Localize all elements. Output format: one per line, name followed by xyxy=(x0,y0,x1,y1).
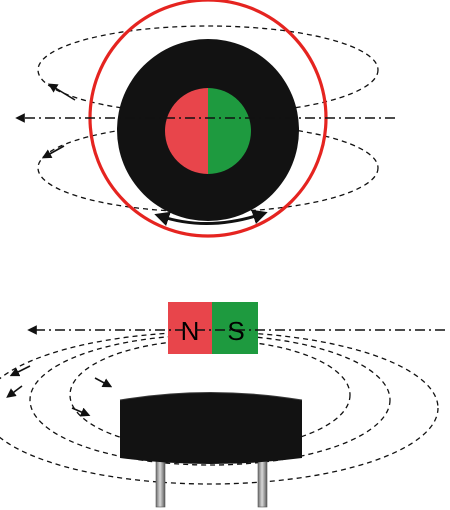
sensor-body-top-edge xyxy=(119,392,303,401)
sensor-pin-right xyxy=(257,454,268,508)
sensor-body-side xyxy=(120,392,302,464)
rotation-arrows-icon xyxy=(154,209,268,226)
field-arrow-icon xyxy=(47,83,76,101)
top-view xyxy=(15,0,395,238)
field-arrow-icon xyxy=(6,385,23,398)
south-pole-label: S xyxy=(227,316,244,346)
side-view: N S xyxy=(0,302,445,508)
bar-magnet-south xyxy=(212,302,258,354)
sensor-pin-left xyxy=(155,454,166,508)
field-line-middle xyxy=(29,334,391,466)
magnet-north-half xyxy=(165,88,208,174)
field-arrow-icon xyxy=(9,365,31,377)
field-arrow-icon xyxy=(41,145,65,159)
field-arrow-icon xyxy=(94,377,113,388)
field-arrow-icon xyxy=(71,407,91,417)
field-line-outer xyxy=(0,331,439,485)
bar-magnet-north xyxy=(168,302,212,354)
north-pole-label: N xyxy=(181,316,200,346)
magnet-south-half xyxy=(208,88,251,174)
